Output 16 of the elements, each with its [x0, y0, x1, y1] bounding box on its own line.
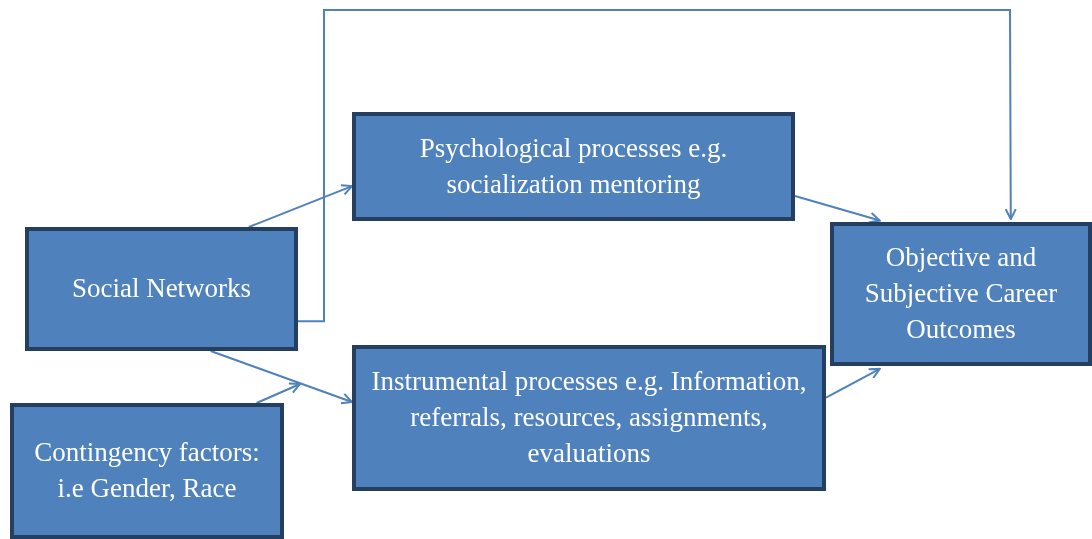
box-label: Objective and Subjective Career Outcomes — [863, 241, 1059, 346]
arrow — [297, 9, 1017, 323]
arrow — [209, 350, 353, 405]
process-box — [25, 227, 298, 351]
box-label: Contingency factors: i.e Gender, Race — [33, 436, 261, 505]
box-label: Instrumental processes e.g. Information, referrals, resources, assignments, evaluations — [370, 365, 808, 470]
box-label: Psychological processes e.g. socialization mentoring — [418, 131, 729, 201]
box-label: Social Networks — [70, 272, 253, 306]
arrow — [247, 184, 353, 228]
process-box — [830, 222, 1092, 366]
process-box — [352, 345, 826, 491]
process-box — [10, 403, 284, 539]
process-box — [352, 112, 795, 221]
arrow — [794, 194, 881, 224]
arrow — [255, 382, 301, 404]
arrow — [825, 367, 881, 399]
